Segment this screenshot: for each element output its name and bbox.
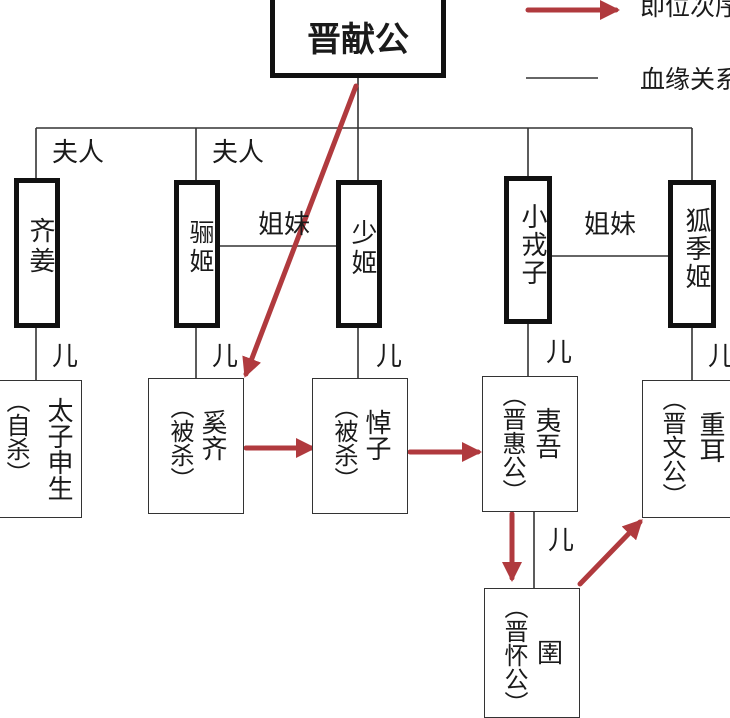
label-sister-2: 姐妹 [584,210,637,240]
son-chonger: 重耳 （晋文公） [642,380,730,518]
label-son-3: 儿 [376,342,403,372]
consort-hujiji-name: 狐季姬 [681,207,711,291]
son-shensheng-note: （自杀） [2,389,30,485]
son-zhuozi: 悼子 （被杀） [312,378,408,514]
label-sister-1: 姐妹 [258,210,311,240]
succession-arrows [242,0,643,587]
legend-succession-label: 即位次序 [640,0,730,21]
grandson-yu-name: 圉 [537,639,564,669]
consort-liji: 骊姬 [174,180,220,328]
label-wife-2: 夫人 [212,138,265,168]
son-shensheng-name: 太子申生 [43,397,73,501]
consort-shaoji: 少姬 [336,180,382,328]
consort-qijiang: 齐姜 [14,178,60,328]
root-duke-xian: 晋献公 [270,0,446,78]
label-son-6: 儿 [548,526,575,556]
consort-xiaorongzi: 小戎子 [504,176,552,324]
legend-blood-label: 血缘关系 [640,65,730,94]
blood-lines [35,77,693,588]
consort-xiaorongzi-name: 小戎子 [517,203,547,287]
son-xiqi-note: （被杀） [166,395,194,491]
son-xiqi-name: 奚齐 [197,409,227,461]
son-yiwu: 夷吾 （晋惠公） [482,376,578,512]
son-xiqi: 奚齐 （被杀） [148,378,244,514]
consort-hujiji: 狐季姬 [668,180,716,328]
son-zhuozi-name: 悼子 [361,409,391,461]
consort-qijiang-name: 齐姜 [25,217,55,277]
son-yiwu-name: 夷吾 [531,407,561,459]
label-son-1: 儿 [52,342,79,372]
son-shensheng: 太子申生 （自杀） [0,380,82,518]
label-son-4: 儿 [546,338,573,368]
label-son-5: 儿 [708,342,730,372]
consort-liji-name: 骊姬 [186,219,215,277]
arrow-to-xiqi [242,83,359,378]
son-zhuozi-note: （被杀） [330,395,358,491]
son-chonger-name: 重耳 [695,411,725,463]
label-son-2: 儿 [212,342,239,372]
grandson-yu: 圉 （晋怀公） [484,588,580,718]
son-chonger-note: （晋文公） [658,387,686,507]
grandson-yu-note: （晋怀公） [500,595,528,715]
consort-shaoji-name: 少姬 [347,219,377,279]
label-wife-1: 夫人 [52,138,105,168]
genealogy-diagram [35,0,693,588]
son-yiwu-note: （晋惠公） [498,383,526,503]
arrow-yu-to-chonger [577,519,643,587]
